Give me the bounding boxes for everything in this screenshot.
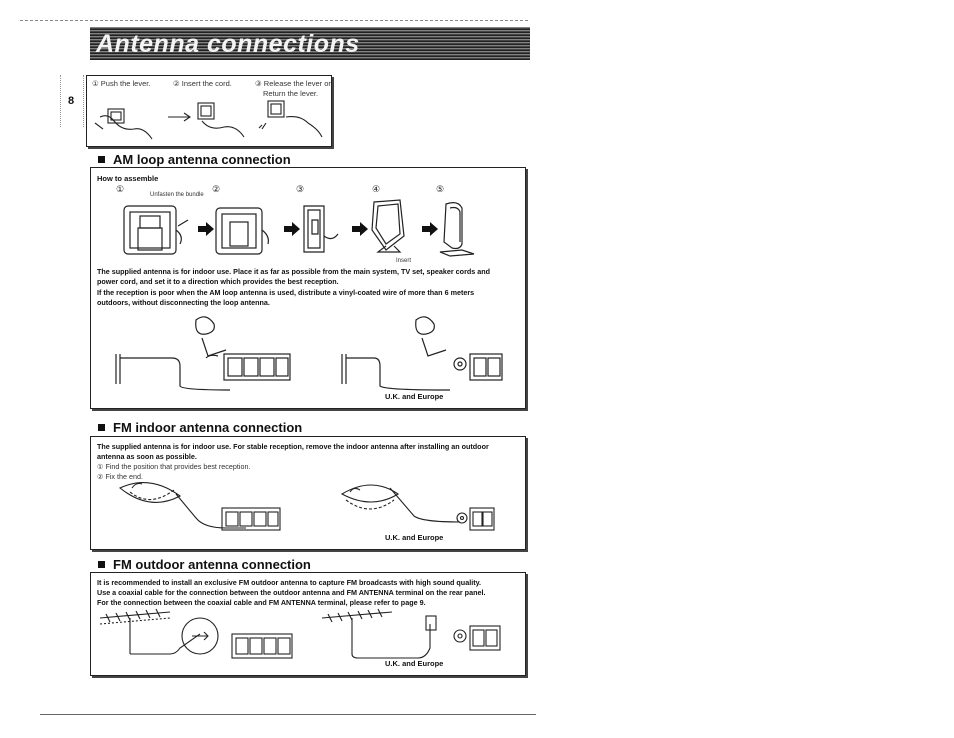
bullet-square-icon (98, 156, 105, 163)
bottom-rule (40, 714, 536, 715)
lever-step-2: ② Insert the cord. (173, 79, 232, 88)
fm-outdoor-heading-text: FM outdoor antenna connection (113, 557, 311, 572)
insert-label: Insert (396, 258, 412, 264)
fm-indoor-illustration (118, 482, 495, 531)
lever-steps-box (86, 75, 332, 147)
lever-step-3-alt: Return the lever. (263, 89, 319, 98)
fm-outdoor-box (90, 572, 526, 676)
fm-outdoor-illustration (99, 608, 501, 659)
am-heading-text: AM loop antenna connection (113, 152, 291, 167)
lever-illustration (94, 100, 323, 140)
lever-step-1: ① Push the lever. (92, 79, 151, 88)
am-caption: U.K. and Europe (385, 392, 444, 401)
unfasten-label: Unfasten the bundle (150, 192, 204, 198)
fm-outdoor-heading: FM outdoor antenna connection (98, 557, 311, 572)
fm-indoor-para-line-1: The supplied antenna is for indoor use. … (97, 442, 489, 451)
am-step-5-number: ⑤ (436, 184, 445, 194)
bullet-square-icon (98, 561, 105, 568)
fm-outdoor-para-line-1: It is recommended to install an exclusiv… (97, 578, 482, 587)
fm-indoor-para-line-2: antenna as soon as possible. (97, 452, 197, 461)
fm-indoor-caption: U.K. and Europe (385, 533, 444, 542)
bullet-square-icon (98, 424, 105, 431)
fm-indoor-box (90, 436, 526, 550)
am-para-line-3: If the reception is poor when the AM loo… (97, 288, 475, 297)
fm-indoor-step-2: ② Fix the end. (97, 472, 143, 481)
am-para-line-1: The supplied antenna is for indoor use. … (97, 267, 491, 276)
am-section-heading: AM loop antenna connection (98, 152, 291, 167)
am-step-1-number: ① (116, 184, 125, 194)
am-para-line-4: outdoors, without disconnecting the loop… (97, 298, 270, 307)
am-para-line-2: power cord, and set it to a direction wh… (97, 277, 339, 286)
am-wiring-illustration (115, 316, 503, 391)
page-number: 8 (68, 95, 75, 107)
lever-step-3: ③ Release the lever or (255, 79, 331, 88)
page-tab (60, 75, 84, 127)
am-how-to: How to assemble (97, 174, 159, 183)
fm-outdoor-caption: U.K. and Europe (385, 659, 444, 668)
am-step-2-number: ② (212, 184, 221, 194)
fm-indoor-heading-text: FM indoor antenna connection (113, 420, 303, 435)
am-step-3-number: ③ (296, 184, 305, 194)
top-dashed-rule (20, 20, 528, 21)
fm-outdoor-para-line-3: For the connection between the coaxial c… (97, 598, 426, 607)
am-step-4-number: ④ (372, 184, 381, 194)
fm-indoor-step-1: ① Find the position that provides best r… (97, 462, 251, 471)
fm-outdoor-para-line-2: Use a coaxial cable for the connection b… (97, 588, 486, 597)
fm-indoor-heading: FM indoor antenna connection (98, 420, 302, 435)
am-assembly-illustration (123, 199, 475, 257)
title-banner (90, 27, 530, 60)
page-title: Antenna connections (96, 30, 360, 58)
